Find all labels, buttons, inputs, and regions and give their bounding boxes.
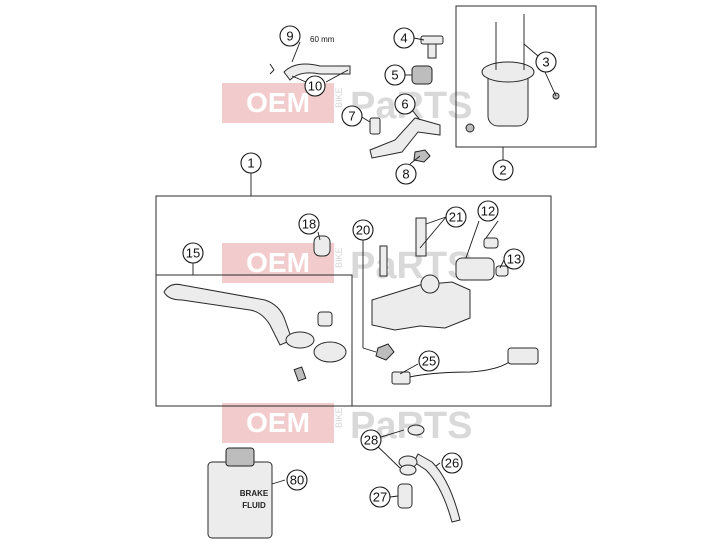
svg-text:21: 21 (449, 210, 463, 225)
master-cylinder-body (371, 217, 509, 361)
callout-9[interactable]: 9 (279, 25, 301, 47)
watermark-side-text: BIKE (334, 87, 344, 108)
brake-lever (163, 283, 347, 382)
watermark-bottom: OEM BIKE PaRTS (222, 403, 472, 447)
watermark-main-text: OEM (246, 407, 310, 438)
svg-text:18: 18 (302, 217, 316, 232)
bracket-screw (369, 117, 381, 135)
reservoir-hose: 60 mm (269, 35, 351, 81)
brake-fluid-bottle: BRAKE FLUID (207, 447, 273, 539)
callout-5[interactable]: 5 (384, 64, 406, 86)
callout-18[interactable]: 18 (298, 213, 320, 235)
svg-text:7: 7 (348, 109, 355, 124)
svg-text:26: 26 (445, 456, 459, 471)
sealing-washers (399, 424, 425, 476)
bracket-nut (413, 149, 431, 163)
watermark-side-text: BIKE (334, 247, 344, 268)
callout-27[interactable]: 27 (369, 486, 391, 508)
watermark-brand-text: PaRTS (350, 245, 472, 287)
svg-text:3: 3 (542, 55, 549, 70)
svg-text:2: 2 (499, 163, 506, 178)
svg-text:4: 4 (400, 31, 407, 46)
svg-text:9: 9 (286, 29, 293, 44)
svg-text:6: 6 (401, 97, 408, 112)
callout-12[interactable]: 12 (477, 200, 499, 222)
brake-light-switch (391, 347, 539, 385)
watermark-side-text: BIKE (334, 407, 344, 428)
callout-28[interactable]: 28 (360, 429, 382, 451)
callout-26[interactable]: 26 (441, 452, 463, 474)
bottle-label-line1: BRAKE (240, 489, 269, 498)
brake-line (398, 453, 461, 523)
watermark-main-text: OEM (246, 87, 310, 118)
cap-screw (420, 35, 444, 59)
svg-text:1: 1 (247, 156, 254, 171)
callout-4[interactable]: 4 (393, 27, 415, 49)
reservoir-frame (455, 5, 597, 148)
callout-80[interactable]: 80 (286, 469, 308, 491)
svg-text:80: 80 (290, 473, 304, 488)
svg-text:8: 8 (402, 167, 409, 182)
svg-text:12: 12 (481, 204, 495, 219)
banjo-bolt (397, 483, 413, 509)
callout-21[interactable]: 21 (445, 206, 467, 228)
rubber-grommet (411, 65, 433, 85)
watermark-main-text: OEM (246, 247, 310, 278)
svg-text:20: 20 (356, 223, 370, 238)
svg-text:13: 13 (507, 252, 521, 267)
callout-7[interactable]: 7 (341, 105, 363, 127)
svg-text:28: 28 (364, 433, 378, 448)
watermark-middle: OEM BIKE PaRTS (222, 243, 472, 287)
callout-10[interactable]: 10 (304, 75, 326, 97)
lever-subframe (156, 274, 353, 406)
lever-pivot-cap (313, 235, 331, 257)
svg-text:5: 5 (391, 68, 398, 83)
svg-text:15: 15 (186, 246, 200, 261)
callout-3[interactable]: 3 (535, 51, 557, 73)
callout-15[interactable]: 15 (182, 242, 204, 264)
callout-13[interactable]: 13 (503, 248, 525, 270)
svg-text:10: 10 (308, 79, 322, 94)
callout-8[interactable]: 8 (395, 163, 417, 185)
svg-text:27: 27 (373, 490, 387, 505)
callout-20[interactable]: 20 (352, 219, 374, 241)
svg-text:25: 25 (422, 354, 436, 369)
callout-1[interactable]: 1 (240, 152, 262, 174)
hose-length-label: 60 mm (310, 35, 335, 44)
callout-6[interactable]: 6 (394, 93, 416, 115)
callout-25[interactable]: 25 (418, 350, 440, 372)
callout-2[interactable]: 2 (492, 159, 514, 181)
master-cylinder-frame (155, 195, 552, 407)
reservoir-bracket (369, 117, 441, 159)
brake-fluid-reservoir (465, 14, 560, 133)
bottle-label-line2: FLUID (242, 501, 266, 510)
